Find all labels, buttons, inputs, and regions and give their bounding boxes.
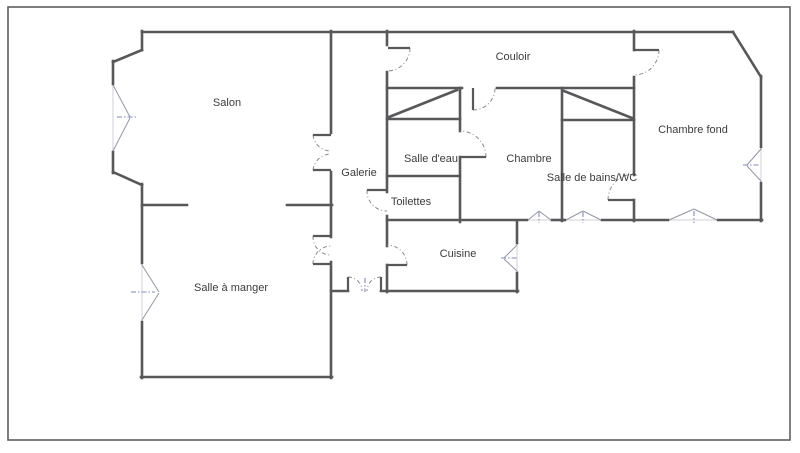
salon-bay-window-pane-1	[112, 84, 131, 118]
wall-segment	[111, 48, 144, 64]
dining-door-upper-arc	[312, 235, 332, 256]
room-label-couloir: Couloir	[496, 51, 531, 63]
kitchen-window-pane-2	[503, 258, 518, 272]
chambre-fond-east-window-pane-2	[746, 165, 762, 182]
salle-de-bains-door-arc	[607, 173, 635, 201]
wall-segment	[562, 89, 634, 120]
dining-window-pane-2	[141, 292, 160, 321]
room-label-toilettes: Toilettes	[391, 196, 432, 208]
room-label-salle-de-bains-wc: Salle de bains/WC	[547, 172, 638, 184]
dining-window-pane-1	[141, 264, 160, 293]
entrance-left-arc	[347, 276, 363, 292]
dining-door-lower-arc	[312, 245, 332, 265]
chambre-fond-east-window-pane-1	[746, 148, 762, 166]
room-label-cuisine: Cuisine	[440, 248, 477, 260]
cuisine-door-arc	[386, 244, 408, 266]
chambre-window-pane-2	[538, 210, 552, 221]
couloir-door-arc	[386, 47, 411, 72]
salon-door-upper-arc	[312, 134, 332, 152]
kitchen-window-pane-1	[503, 244, 518, 259]
room-label-chambre-fond: Chambre fond	[658, 124, 728, 136]
room-label-salle-a-manger: Salle à manger	[194, 282, 268, 294]
room-label-salon: Salon	[213, 97, 241, 109]
bains-window-pane-1	[565, 210, 584, 221]
salle-deau-door-arc	[459, 130, 487, 158]
entrance-right-arc	[366, 276, 382, 292]
plan-border	[7, 6, 791, 441]
salon-bay-window-pane-2	[112, 117, 131, 152]
wall-segment	[387, 88, 459, 119]
wall-segment	[111, 170, 144, 187]
salon-door-lower-arc	[312, 153, 332, 171]
wall-segment	[731, 30, 763, 79]
chambre-window-pane-1	[527, 210, 540, 221]
room-label-chambre: Chambre	[506, 153, 551, 165]
room-label-salle-deau: Salle d'eau	[404, 153, 458, 165]
chambre-fond-south-window-pane-1	[668, 208, 695, 221]
chambre-door-arc	[472, 87, 496, 111]
room-label-galerie: Galerie	[341, 167, 376, 179]
bains-window-pane-2	[582, 210, 602, 221]
chambre-fond-south-window-pane-2	[693, 208, 718, 221]
toilettes-door-arc	[366, 189, 388, 212]
